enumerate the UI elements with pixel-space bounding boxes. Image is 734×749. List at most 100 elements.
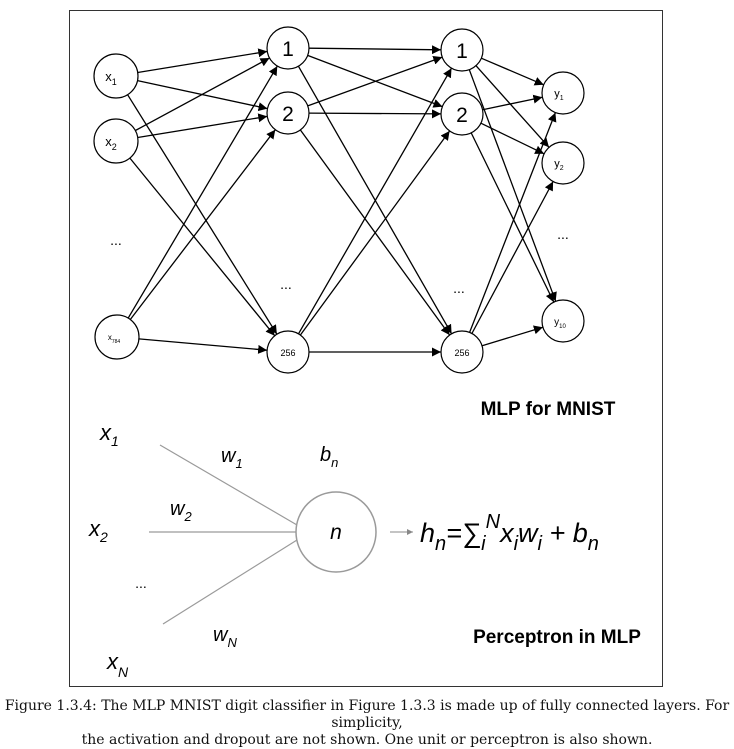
output-label-base: y xyxy=(554,158,560,170)
perceptron-input-sub: N xyxy=(118,664,129,680)
formula-part: =∑ xyxy=(446,518,481,548)
svg-text:x784: x784 xyxy=(108,333,121,345)
perceptron-title: Perceptron in MLP xyxy=(473,627,641,648)
perceptron-node-label: n xyxy=(330,521,342,544)
svg-text:wN: wN xyxy=(213,624,237,650)
formula-part: i xyxy=(538,533,543,555)
mlp-edge xyxy=(468,69,557,302)
svg-text:x1: x1 xyxy=(99,420,119,449)
hidden2-label: 2 xyxy=(456,104,468,127)
hidden2-label: 256 xyxy=(454,348,469,358)
mlp-edge xyxy=(135,57,270,132)
mlp-edge xyxy=(308,109,442,119)
perceptron-weight-sub: 1 xyxy=(235,456,242,471)
perceptron-weight-base: w xyxy=(170,498,186,520)
input-label-sub: 1 xyxy=(112,77,117,87)
output-ellipsis: ... xyxy=(557,226,569,242)
mlp-edge xyxy=(137,113,268,139)
perceptron-input-line-n xyxy=(162,539,298,625)
perceptron-input-base: x xyxy=(99,420,112,445)
perceptron-bias-base: b xyxy=(320,444,331,466)
hidden1-label: 256 xyxy=(280,348,295,358)
mlp-edge xyxy=(481,57,544,86)
perceptron-weight-base: w xyxy=(213,624,229,646)
hidden2-node-256: 256 xyxy=(440,330,484,374)
hidden1-label: 2 xyxy=(282,103,294,126)
perceptron-ellipsis: ... xyxy=(135,575,147,591)
input-label-base: x xyxy=(108,333,112,342)
formula-part: i xyxy=(514,533,519,555)
formula-part: n xyxy=(435,533,446,555)
svg-text:bn: bn xyxy=(320,444,338,470)
perceptron-input-base: x xyxy=(106,649,119,674)
output-label-base: y xyxy=(554,88,560,100)
input-label-base: x xyxy=(105,69,112,84)
perceptron-weight-sub: N xyxy=(227,635,237,650)
figure-caption: Figure 1.3.4: The MLP MNIST digit classi… xyxy=(0,698,734,749)
mlp-edge xyxy=(299,130,451,336)
perceptron: n x1 x2 ... xN w1 w2 wN bn hn=∑iNxiwi + … xyxy=(88,420,599,680)
formula-part: N xyxy=(486,511,501,533)
mlp-edge xyxy=(127,65,278,319)
output-node-2: y2 xyxy=(541,141,585,185)
mlp-edge xyxy=(480,122,545,155)
svg-text:y2: y2 xyxy=(554,158,564,172)
svg-text:w1: w1 xyxy=(221,445,243,471)
svg-text:y10: y10 xyxy=(554,317,566,330)
input-ellipsis: ... xyxy=(110,232,122,248)
perceptron-input-sub: 1 xyxy=(111,433,119,449)
mlp-edge xyxy=(308,45,442,55)
formula-part: w xyxy=(518,518,539,548)
perceptron-formula-text: hn=∑iNxiwi + bn xyxy=(420,511,599,555)
svg-text:x2: x2 xyxy=(88,516,108,545)
mlp-edge xyxy=(307,55,443,107)
output-label-sub: 1 xyxy=(560,95,564,102)
input-label-base: x xyxy=(105,134,112,149)
input-label-sub: 2 xyxy=(112,142,117,152)
hidden1-ellipsis: ... xyxy=(280,276,292,292)
input-node-2: x2 xyxy=(93,118,139,164)
mlp-title: MLP for MNIST xyxy=(481,399,616,420)
mlp-edge xyxy=(482,94,543,111)
output-node-10: y10 xyxy=(541,299,585,343)
output-label-sub: 10 xyxy=(559,324,566,330)
caption-line-2: the activation and dropout are not shown… xyxy=(81,732,653,748)
hidden1-label: 1 xyxy=(282,38,294,61)
mlp-diagram: x1 x2 ... x784 1 2 ... 256 1 2 ... 25 xyxy=(88,26,641,680)
hidden2-node-1: 1 xyxy=(440,28,484,72)
perceptron-bias-sub: n xyxy=(331,455,338,470)
mlp-edge xyxy=(138,338,268,354)
mlp-edge xyxy=(297,67,453,335)
hidden2-label: 1 xyxy=(456,40,468,63)
hidden1-node-256: 256 xyxy=(266,330,310,374)
mlp-edge xyxy=(481,325,544,347)
svg-text:x2: x2 xyxy=(105,134,117,152)
mlp-edge xyxy=(470,132,555,303)
svg-text:x1: x1 xyxy=(105,69,117,87)
input-label-sub: 784 xyxy=(112,339,121,345)
perceptron-input-sub: 2 xyxy=(99,529,108,545)
formula-part: n xyxy=(588,533,599,555)
figure-frame xyxy=(69,10,663,687)
perceptron-input-line-1 xyxy=(159,444,298,526)
svg-text:y1: y1 xyxy=(554,88,564,102)
caption-line-1: Figure 1.3.4: The MLP MNIST digit classi… xyxy=(4,698,730,731)
formula-part: i xyxy=(481,533,486,555)
perceptron-node xyxy=(295,491,377,573)
mlp-edge xyxy=(471,181,554,334)
mlp-edge xyxy=(137,48,268,74)
mlp-edges xyxy=(127,45,557,357)
mlp-edge xyxy=(127,94,278,335)
svg-text:w2: w2 xyxy=(170,498,192,524)
svg-text:xN: xN xyxy=(106,649,129,680)
output-node-1: y1 xyxy=(541,71,585,115)
formula-part: x xyxy=(498,518,515,548)
mlp-edge xyxy=(129,129,276,320)
output-label-base: y xyxy=(554,317,559,328)
hidden2-node-2: 2 xyxy=(440,92,484,136)
formula-part: h xyxy=(420,518,435,548)
mlp-edge xyxy=(475,65,550,148)
hidden1-node-1: 1 xyxy=(266,26,310,70)
perceptron-formula: hn=∑iNxiwi + bn xyxy=(420,511,599,555)
mlp-edge xyxy=(129,157,276,337)
